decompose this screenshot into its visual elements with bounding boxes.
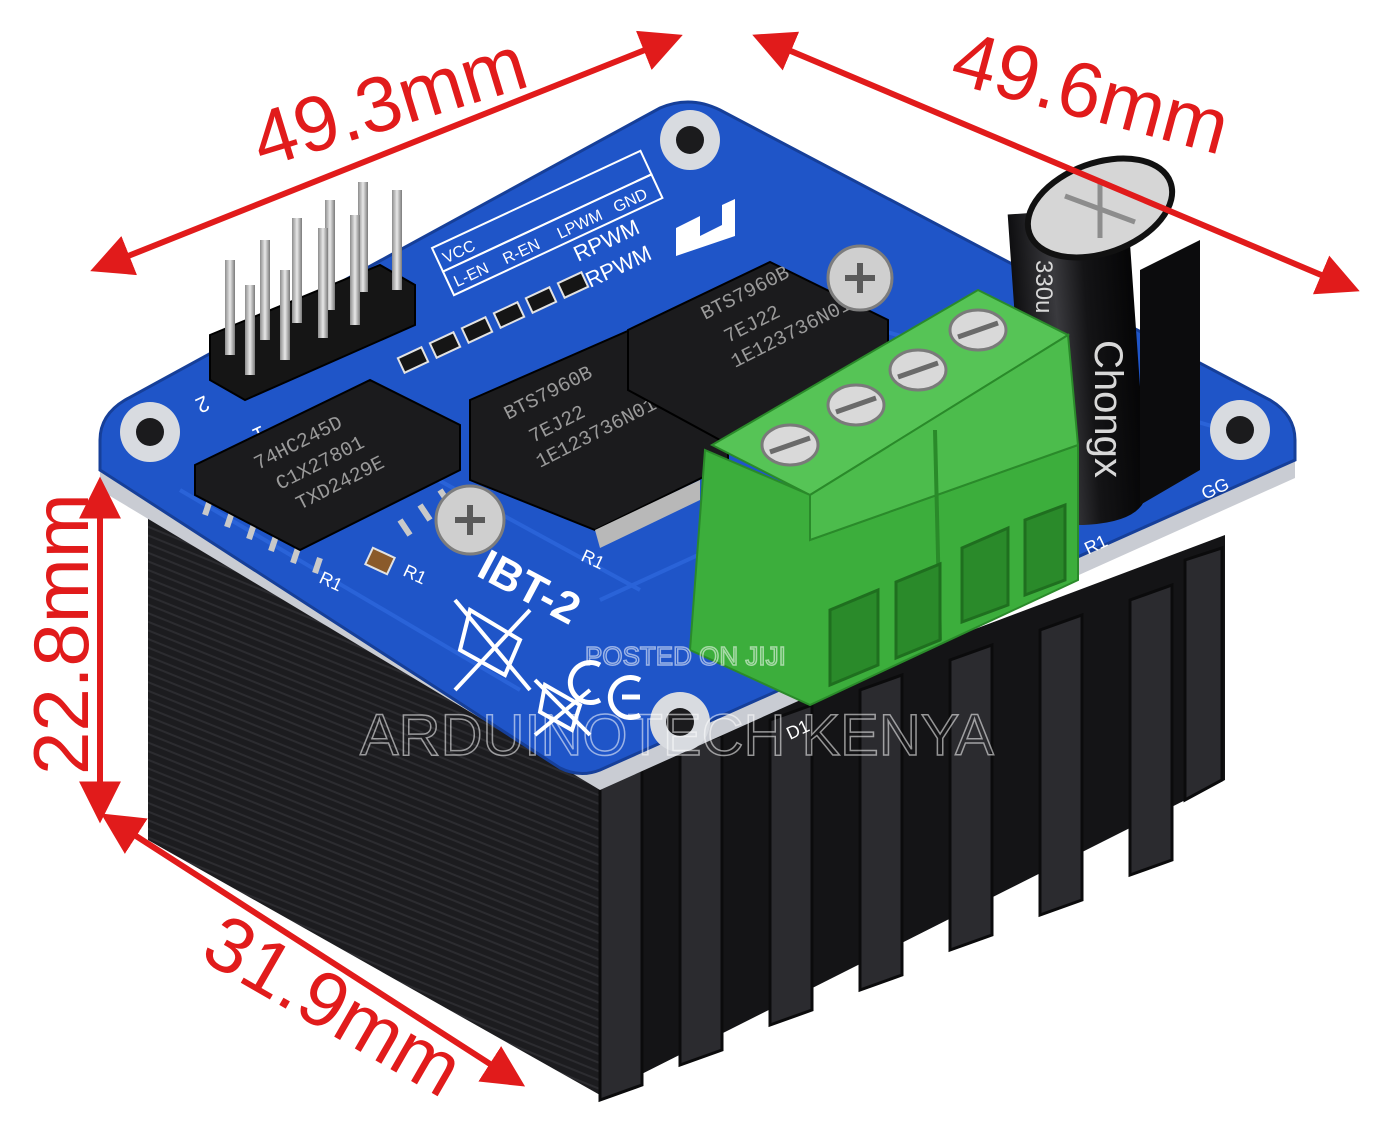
dimension-label-height: 22.8mm [17, 493, 105, 775]
screw-terminal-block [688, 288, 1080, 707]
ce-mark-icon [567, 660, 642, 720]
dimension-label-top-left: 49.3mm [241, 18, 536, 185]
mounting-hole [650, 692, 710, 752]
weee-bin-icon [453, 598, 532, 692]
dimension-arrow [752, 31, 1360, 295]
smd-resistor-row [396, 270, 590, 375]
dimension-arrow [100, 813, 526, 1087]
dimension-label-top-right: 49.6mm [944, 13, 1239, 171]
screw [826, 244, 894, 312]
mounting-hole [120, 402, 180, 462]
dimension-left-height: 22.8mm [17, 476, 121, 824]
mounting-hole [660, 110, 720, 170]
ic-74hc245: 74HC245D C1X27801 TXD2429E [194, 378, 461, 574]
mounting-hole [1210, 400, 1270, 460]
capacitor-brand: Chongx [1086, 340, 1130, 478]
heatsink-fins [598, 545, 1224, 1103]
weee-bin-icon-small [533, 678, 592, 737]
dimension-arrow [90, 30, 683, 276]
driver-chip-1: BTS7960B 7EJ22 1E123736N01 [469, 328, 729, 548]
watermark-line2: ARDUINOTECH KENYA [360, 703, 994, 768]
screw [434, 484, 506, 556]
watermark-line1: POSTED ON JIJI [585, 641, 786, 671]
capacitor-value: 330u [1030, 260, 1057, 313]
logo-mark [676, 199, 735, 256]
smd-capacitor [363, 546, 397, 576]
